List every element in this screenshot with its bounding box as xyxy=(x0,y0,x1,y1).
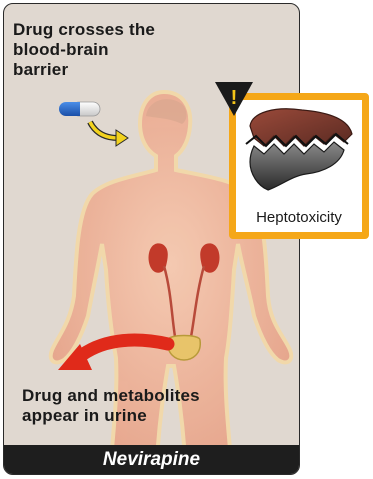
capsule-icon xyxy=(59,102,100,116)
drug-name-banner: Nevirapine xyxy=(4,445,299,474)
diagram-panel: Drug crosses the blood-brain barrier Dru… xyxy=(3,3,300,475)
warning-symbol: ! xyxy=(231,87,238,109)
bottom-caption: Drug and metabolites appear in urine xyxy=(22,386,282,426)
callout-label: Heptotoxicity xyxy=(236,209,362,226)
top-caption: Drug crosses the blood-brain barrier xyxy=(13,20,203,80)
warning-icon: ! xyxy=(213,80,255,118)
yellow-arrow xyxy=(90,122,128,146)
